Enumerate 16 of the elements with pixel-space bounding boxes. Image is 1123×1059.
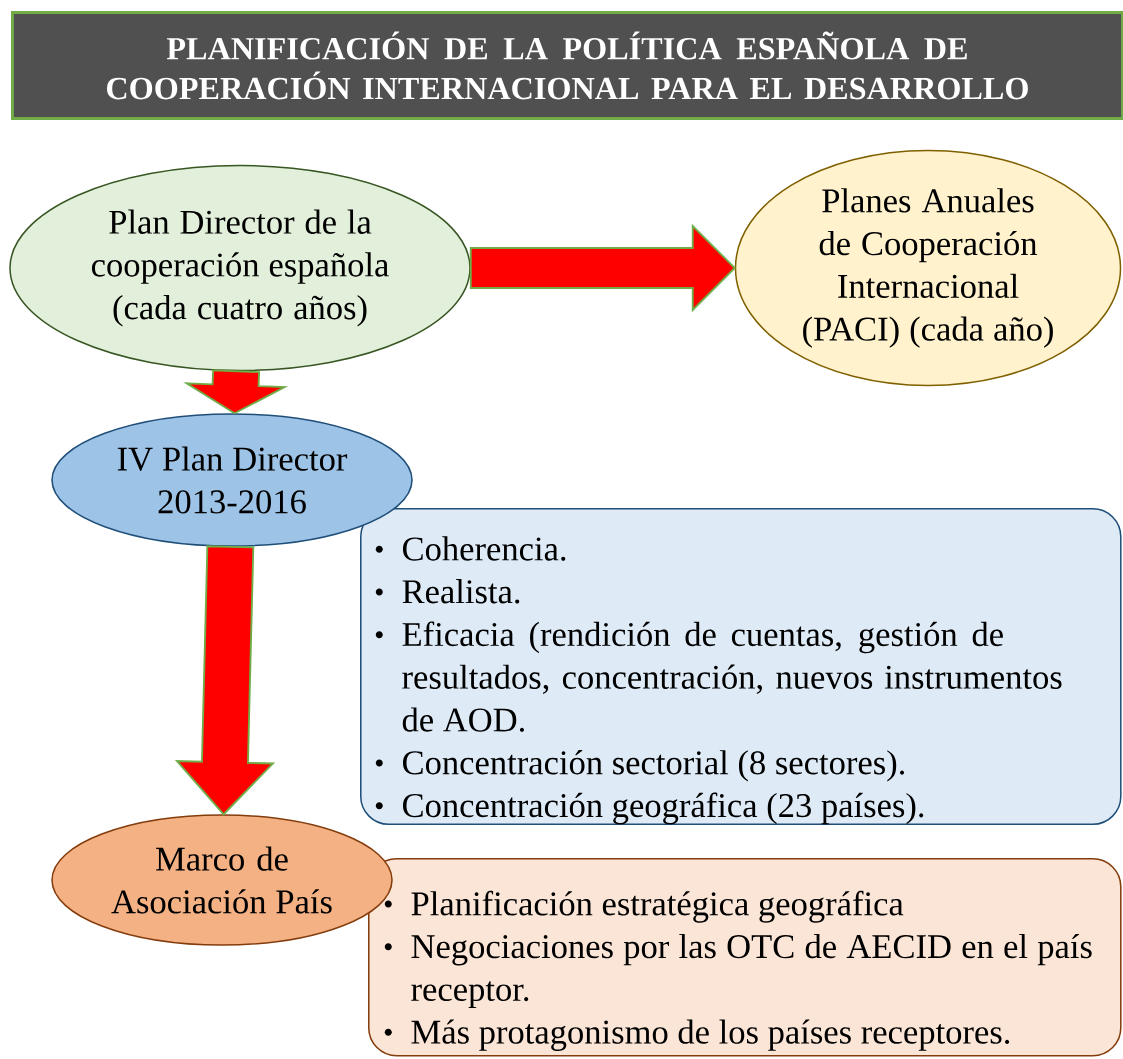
bullet-item: Realista. <box>402 579 520 604</box>
ellipse-node: Marco de Asociación País <box>51 814 393 946</box>
block-arrow <box>469 223 737 313</box>
bullet-item: Concentración sectorial (8 sectores). <box>402 750 905 782</box>
block-arrow <box>183 369 289 415</box>
bullet-item: Concentración geográfica (23 países). <box>402 792 924 825</box>
block-arrow <box>174 545 276 816</box>
text-box <box>360 508 1122 826</box>
bullet-item: Planificación estratégica geográfica <box>411 890 904 923</box>
title-banner: PLANIFICACIÓN DE LA POLÍTICA ESPAÑOLA DE COOPERACIÓN INTERNACIONAL PARA EL DESARROLLO <box>11 11 1123 120</box>
ellipse-node: Planes Anuales de Cooperación Internacional (PACI) (cada año) <box>734 149 1122 387</box>
text-box <box>368 858 1122 1057</box>
bullet-item: Negociaciones por las OTC de AECID en el país receptor. <box>411 933 1092 1009</box>
ellipse-node: Plan Director de la cooperación española (cada cuatro años) <box>9 164 471 372</box>
bullet-item: Eficacia (rendición de cuentas, gestión de resultados, concentración, nuevos instrumentos de AOD. <box>402 621 1062 732</box>
bullet-item: Más protagonismo de los países receptores. <box>411 1019 1010 1051</box>
